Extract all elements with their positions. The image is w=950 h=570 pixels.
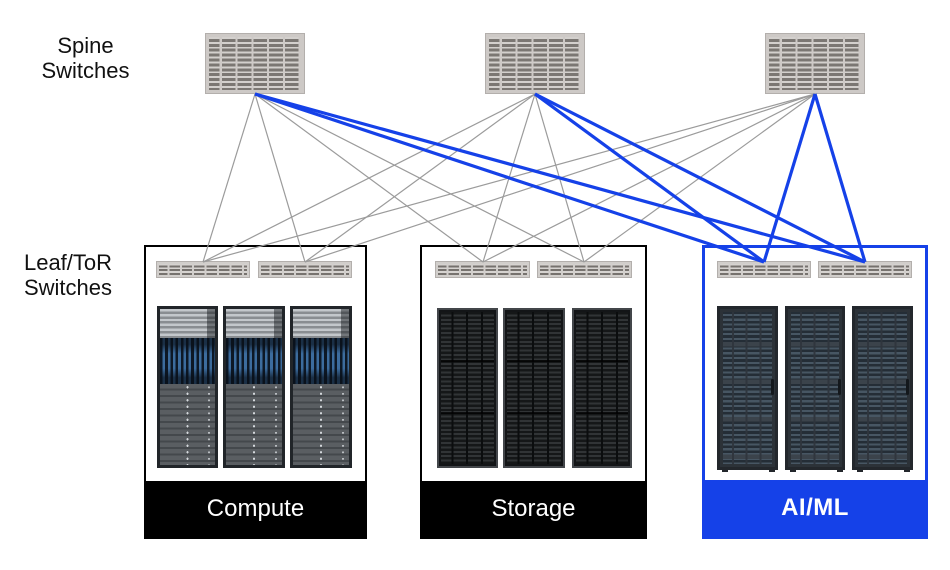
storage-server-3-icon bbox=[572, 308, 632, 468]
storage-rack: Storage bbox=[420, 245, 647, 539]
spine-switch-1-icon bbox=[205, 33, 305, 94]
spine-label-line1: Spine bbox=[57, 33, 114, 58]
link-spine2-compute-leaf1 bbox=[202, 93, 536, 263]
link-spine3-aiml-leaf1 bbox=[762, 93, 817, 263]
link-spine2-storage-leaf2 bbox=[534, 93, 585, 263]
link-spine2-storage-leaf1 bbox=[482, 93, 536, 263]
leaf-tor-switches-label: Leaf/ToR Switches bbox=[8, 250, 128, 300]
link-spine2-compute-leaf2 bbox=[304, 93, 536, 263]
link-spine2-aiml-leaf2 bbox=[534, 92, 866, 264]
spine-switch-2-icon bbox=[485, 33, 585, 94]
spine-switch-3-icon bbox=[765, 33, 865, 94]
link-spine2-aiml-leaf1 bbox=[534, 92, 765, 264]
compute-leaf-switch-1-icon bbox=[156, 261, 250, 278]
spine-switches-label: Spine Switches bbox=[18, 33, 153, 83]
compute-server-blades bbox=[226, 338, 282, 384]
storage-server-1-icon bbox=[437, 308, 498, 468]
aiml-leaf-switch-1-icon bbox=[717, 261, 811, 278]
link-spine1-aiml-leaf1 bbox=[254, 92, 765, 264]
link-spine3-compute-leaf1 bbox=[202, 93, 816, 263]
storage-leaf-switch-2-icon bbox=[537, 261, 632, 278]
link-spine3-storage-leaf2 bbox=[583, 93, 816, 263]
link-spine1-storage-leaf2 bbox=[254, 93, 585, 263]
compute-server-top-panel bbox=[226, 309, 282, 338]
compute-server-blades bbox=[160, 338, 215, 384]
storage-rack-label: Storage bbox=[422, 481, 645, 537]
compute-server-top-panel bbox=[160, 309, 215, 338]
aiml-leaf-switch-2-icon bbox=[818, 261, 912, 278]
compute-server-rows bbox=[293, 384, 349, 465]
link-spine1-storage-leaf1 bbox=[254, 93, 484, 263]
link-spine3-compute-leaf2 bbox=[304, 93, 816, 263]
compute-rack: Compute bbox=[144, 245, 367, 539]
compute-rack-label: Compute bbox=[146, 481, 365, 537]
compute-server-rows bbox=[226, 384, 282, 465]
aiml-rack: AI/ML bbox=[702, 245, 928, 539]
link-spine1-compute-leaf2 bbox=[254, 93, 306, 263]
link-spine1-compute-leaf1 bbox=[202, 93, 256, 263]
storage-server-2-icon bbox=[503, 308, 565, 468]
compute-server-rows bbox=[160, 384, 215, 465]
compute-server-3-icon bbox=[290, 306, 352, 468]
aiml-rack-label: AI/ML bbox=[705, 480, 925, 536]
spine-label-line2: Switches bbox=[41, 58, 130, 83]
link-spine1-aiml-leaf2 bbox=[254, 92, 866, 264]
leaf-label-line2: Switches bbox=[23, 275, 113, 300]
compute-server-blades bbox=[293, 338, 349, 384]
compute-server-1-icon bbox=[157, 306, 218, 468]
aiml-server-1-icon bbox=[717, 306, 778, 472]
compute-server-top-panel bbox=[293, 309, 349, 338]
aiml-server-3-icon bbox=[852, 306, 913, 472]
leaf-label-line1: Leaf/ToR bbox=[23, 250, 113, 275]
compute-leaf-switch-2-icon bbox=[258, 261, 352, 278]
link-spine3-storage-leaf1 bbox=[482, 93, 816, 263]
storage-leaf-switch-1-icon bbox=[435, 261, 530, 278]
link-spine3-aiml-leaf2 bbox=[813, 93, 867, 263]
aiml-server-2-icon bbox=[785, 306, 845, 472]
compute-server-2-icon bbox=[223, 306, 285, 468]
